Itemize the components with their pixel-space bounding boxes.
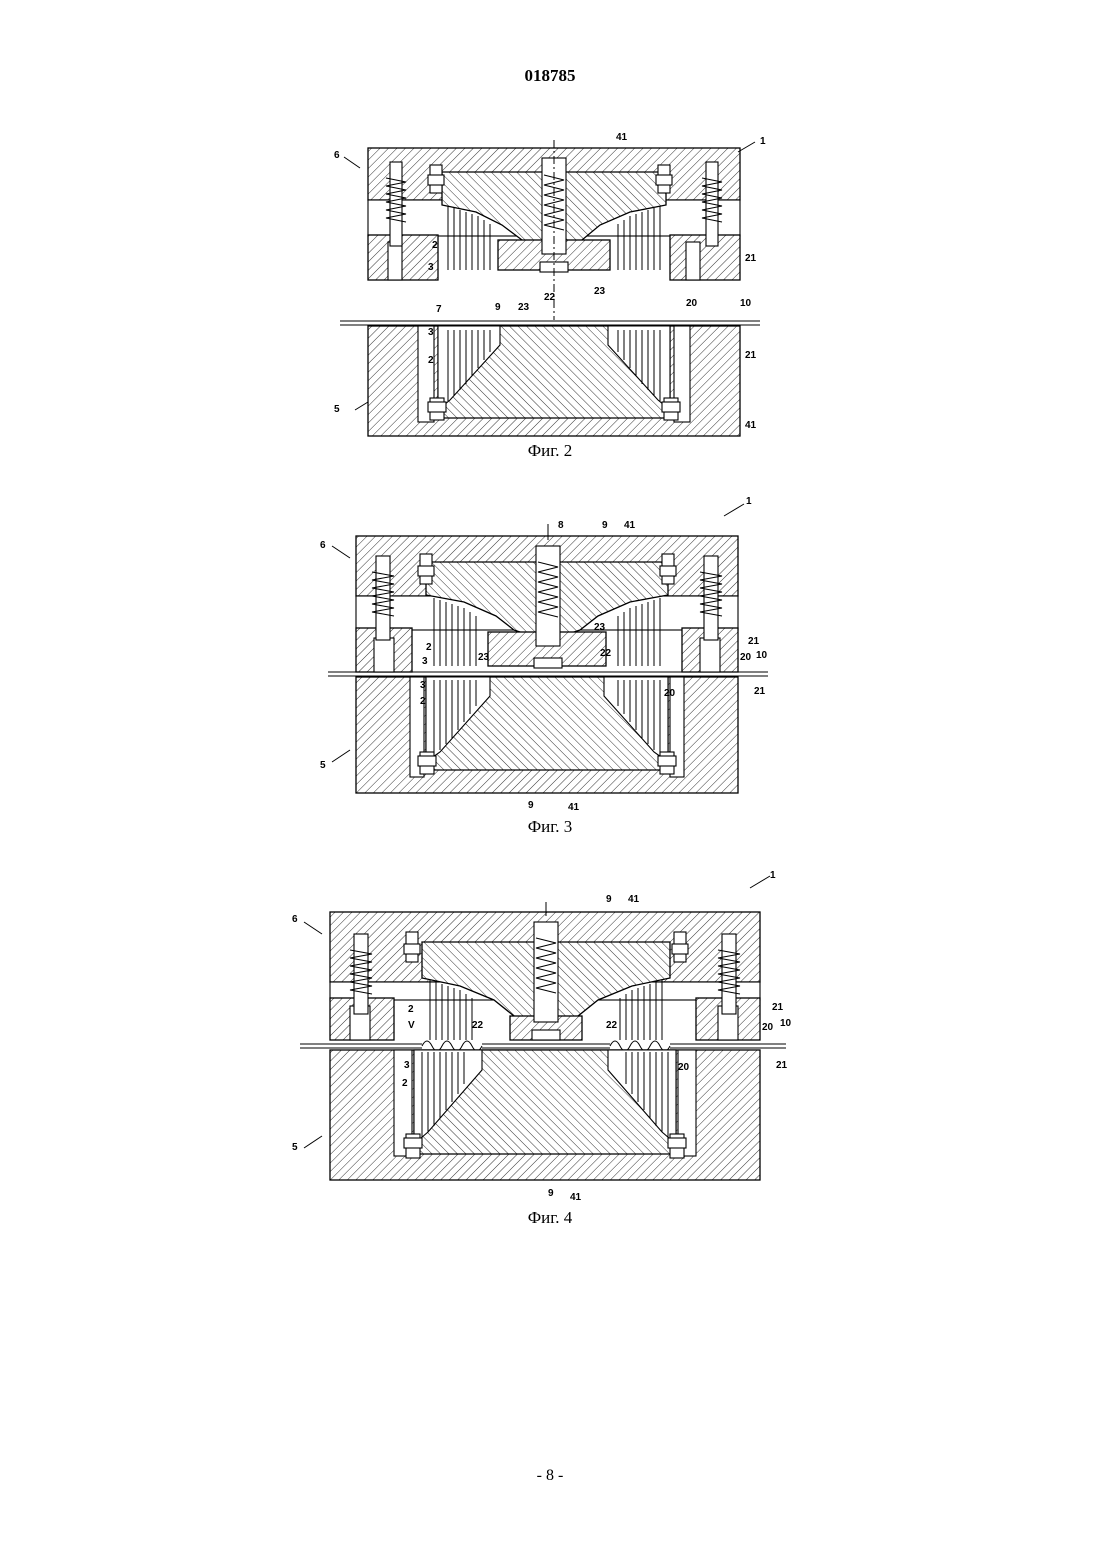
label-9-top: 9 [606, 894, 612, 905]
figure-3-caption: Фиг. 3 [500, 817, 600, 837]
label-3-bottom: 3 [428, 327, 434, 338]
label-20-bottom: 20 [664, 688, 676, 699]
label-22: 22 [544, 292, 556, 303]
label-21-bottom: 21 [754, 686, 766, 697]
label-3-top: 3 [428, 262, 434, 273]
label-1: 1 [770, 870, 776, 881]
page-number: - 8 - [0, 1467, 1100, 1485]
label-2-top: 2 [408, 1004, 414, 1015]
label-9-bottom: 9 [548, 1188, 554, 1199]
label-6: 6 [292, 914, 298, 925]
document-number: 018785 [0, 66, 1100, 86]
label-3-top: 3 [422, 656, 428, 667]
label-1: 1 [746, 496, 752, 507]
label-2-bottom: 2 [420, 696, 426, 707]
label-20: 20 [686, 298, 698, 309]
label-10: 10 [756, 650, 768, 661]
label-20-top: 20 [740, 652, 752, 663]
label-21-bottom: 21 [745, 350, 757, 361]
label-5: 5 [334, 404, 340, 415]
label-9: 9 [495, 302, 501, 313]
label-8: 8 [558, 520, 564, 531]
label-5: 5 [320, 760, 326, 771]
label-23-right: 23 [594, 622, 606, 633]
label-2-bottom: 2 [402, 1078, 408, 1089]
label-6: 6 [334, 150, 340, 161]
label-41-bottom: 41 [745, 420, 757, 431]
figure-4-caption: Фиг. 4 [500, 1208, 600, 1228]
label-41-bottom: 41 [568, 802, 580, 813]
label-41-top: 41 [624, 520, 636, 531]
label-10: 10 [780, 1018, 792, 1029]
label-5: 5 [292, 1142, 298, 1153]
label-23-mid: 23 [518, 302, 530, 313]
label-10: 10 [740, 298, 752, 309]
label-21-top: 21 [772, 1002, 784, 1013]
label-23-left: 23 [478, 652, 490, 663]
label-2-bottom: 2 [428, 355, 434, 366]
label-41-bottom: 41 [570, 1192, 582, 1203]
label-6: 6 [320, 540, 326, 551]
label-21-bottom: 21 [776, 1060, 788, 1071]
label-21-top: 21 [745, 253, 757, 264]
label-22-right: 22 [606, 1020, 618, 1031]
label-20-top: 20 [762, 1022, 774, 1033]
label-3: 3 [404, 1060, 410, 1071]
label-21-top: 21 [748, 636, 760, 647]
label-7: 7 [436, 304, 442, 315]
label-2-top: 2 [432, 240, 438, 251]
label-3-bottom: 3 [420, 680, 426, 691]
label-41-top: 41 [616, 132, 628, 143]
figure-2-drawing: 1 6 41 2 3 21 23 22 7 9 23 20 10 3 2 21 … [330, 130, 770, 440]
label-20-bottom: 20 [678, 1062, 690, 1073]
figure-2-caption: Фиг. 2 [500, 441, 600, 461]
label-1: 1 [760, 136, 766, 147]
label-22-left: 22 [472, 1020, 484, 1031]
label-V: V [408, 1020, 415, 1031]
label-41-top: 41 [628, 894, 640, 905]
label-9-bottom: 9 [528, 800, 534, 811]
label-23-top: 23 [594, 286, 606, 297]
label-2-top: 2 [426, 642, 432, 653]
label-9-top: 9 [602, 520, 608, 531]
figure-3-drawing: 1 8 9 41 6 23 2 23 22 21 3 20 10 3 2 20 … [318, 500, 778, 800]
label-22: 22 [600, 648, 612, 659]
figure-4-drawing: 1 9 41 6 2 V 22 22 21 20 10 3 2 20 21 5 … [292, 870, 792, 1200]
